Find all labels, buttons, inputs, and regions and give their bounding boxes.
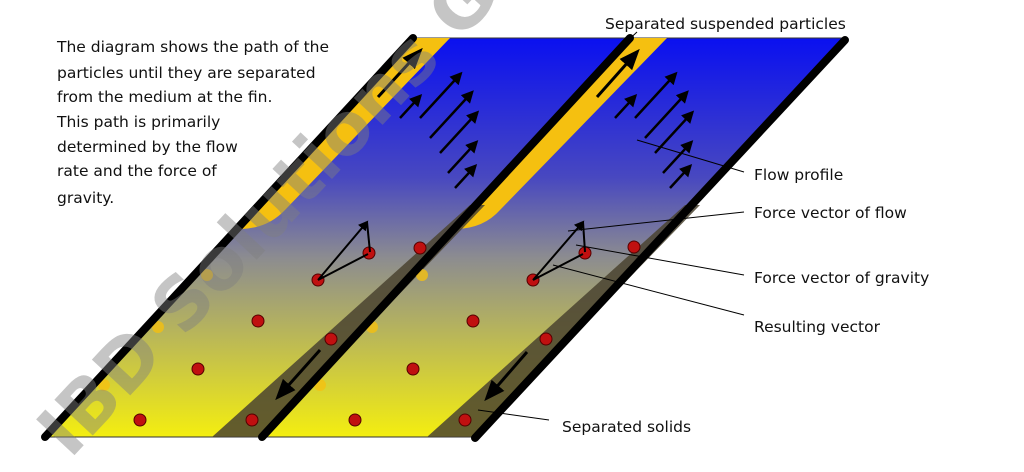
description-line: determined by the flow [57, 138, 238, 156]
particle [539, 332, 553, 346]
particle [251, 314, 265, 328]
particle [245, 413, 259, 427]
flow-arrow [419, 71, 463, 119]
particle [458, 413, 472, 427]
flow-arrow [644, 90, 689, 139]
label-force-flow: Force vector of flow [754, 204, 907, 222]
flow-arrow [399, 93, 423, 119]
particle [133, 413, 147, 427]
flow-arrow [447, 140, 479, 174]
label-force-gravity: Force vector of gravity [754, 269, 929, 287]
flow-arrow [669, 163, 693, 189]
particle [348, 413, 362, 427]
fin-3 [471, 36, 849, 442]
force-vector-gravity [366, 221, 371, 253]
fin-1 [41, 34, 417, 441]
particle [627, 240, 641, 254]
particle [324, 332, 338, 346]
description-line: This path is primarily [56, 113, 220, 131]
vector-diagram-left [317, 220, 371, 281]
label-flow-profile: Flow profile [754, 166, 843, 184]
label-resulting: Resulting vector [754, 318, 881, 336]
flow-arrow [454, 163, 478, 189]
flow-arrow [614, 93, 638, 119]
description: The diagram shows the path of the partic… [56, 38, 329, 207]
flow-profile-arrows [399, 71, 695, 189]
description-line: The diagram shows the path of the [56, 38, 329, 56]
channel-right [262, 38, 845, 437]
force-vector-flow [317, 220, 369, 281]
solids-arrow-left [275, 349, 322, 401]
flow-arrow [439, 110, 480, 154]
particle [406, 362, 420, 376]
particle [466, 314, 480, 328]
resulting-vector [532, 253, 584, 281]
flow-arrow [654, 110, 695, 154]
fin-2 [258, 34, 634, 441]
leader-lines [477, 31, 745, 421]
description-line: from the medium at the fin. [57, 88, 272, 106]
fins [41, 34, 849, 442]
flow-arrow [429, 90, 474, 139]
solids-band-right [427, 205, 700, 437]
channel-left [45, 38, 630, 437]
description-line: rate and the force of [57, 162, 217, 180]
flow-arrow [662, 140, 694, 174]
flow-arrow [634, 71, 678, 119]
label-separated-suspended: Separated suspended particles [605, 15, 846, 33]
force-vector-flow [532, 220, 585, 281]
label-separated-solids: Separated solids [562, 418, 691, 436]
particle [413, 241, 427, 255]
suspended-band-right [457, 38, 667, 229]
suspended-band-left [242, 38, 450, 229]
suspended-arrow-right [595, 48, 640, 98]
resulting-vector [317, 253, 369, 281]
suspended-arrow-left [376, 47, 423, 99]
particle [191, 362, 205, 376]
solids-arrow-right [484, 351, 529, 402]
description-line: gravity. [57, 189, 114, 207]
description-line: particles until they are separated [57, 64, 316, 82]
